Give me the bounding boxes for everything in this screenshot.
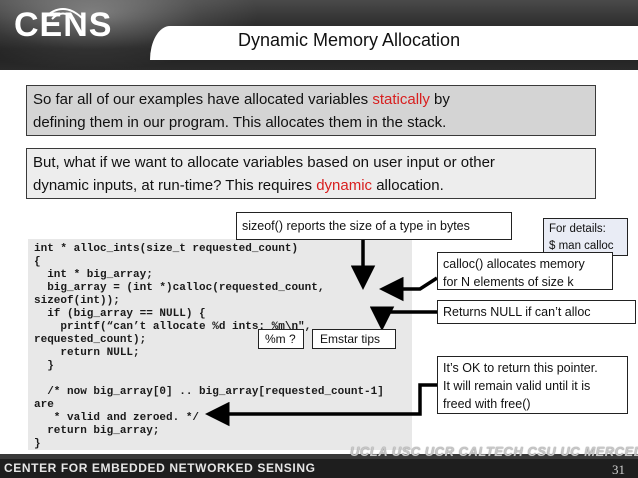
emstar-tips-link[interactable]: Emstar tips — [312, 329, 396, 349]
dynamic-highlight: dynamic — [316, 177, 373, 194]
ok-line-1: It’s OK to return this pointer. — [443, 361, 598, 375]
dynamic-allocation-box: But, what if we want to allocate variabl… — [26, 148, 596, 199]
code-line: sizeof(int)); — [34, 295, 120, 307]
ok-line-2: It will remain valid until it is — [443, 379, 591, 393]
footer-divider — [0, 454, 638, 459]
page-number: 31 — [612, 462, 625, 477]
code-line: } — [34, 438, 41, 450]
center-name: CENTER FOR EMBEDDED NETWORKED SENSING — [4, 461, 316, 475]
page-title: Dynamic Memory Allocation — [238, 30, 461, 50]
calloc-callout: calloc() allocates memory for N elements… — [437, 252, 613, 290]
code-line: int * alloc_ints(size_t requested_count) — [34, 243, 299, 255]
ok-line-3: freed with free() — [443, 397, 531, 411]
calloc-line-2: for N elements of size k — [443, 275, 574, 289]
dynamic-line-1: But, what if we want to allocate variabl… — [33, 154, 495, 171]
logo-arc-icon — [43, 8, 83, 20]
static-highlight: statically — [372, 91, 430, 108]
code-line: * valid and zeroed. */ — [34, 412, 200, 424]
sizeof-callout: sizeof() reports the size of a type in b… — [236, 212, 512, 240]
code-line: requested_count); — [34, 334, 147, 346]
static-line-1-pre: So far all of our examples have allocate… — [33, 91, 373, 108]
code-line: return big_array; — [34, 425, 160, 437]
dynamic-line-2: dynamic inputs, at run-time? This requir… — [33, 174, 589, 197]
calloc-line-1: calloc() allocates memory — [443, 257, 585, 271]
universities-text: UCLA USC UCR CALTECH CSU UC MERCED — [350, 444, 638, 459]
percent-m-link[interactable]: %m ? — [258, 329, 304, 349]
code-line: are — [34, 399, 54, 411]
details-callout: For details: $ man calloc — [543, 218, 628, 256]
code-line: return NULL; — [34, 347, 140, 359]
details-line-2: $ man calloc — [549, 240, 614, 252]
static-line-1-post: by — [429, 91, 450, 108]
footer-bar — [0, 459, 638, 478]
dynamic-line-2-pre: dynamic inputs, at run-time? This requir… — [33, 177, 317, 194]
static-allocation-box: So far all of our examples have allocate… — [26, 85, 596, 136]
code-line: big_array = (int *)calloc(requested_coun… — [34, 282, 325, 294]
static-line-1: So far all of our examples have allocate… — [33, 88, 589, 111]
dynamic-line-2-post: allocation. — [372, 177, 444, 194]
code-line: { — [34, 256, 41, 268]
details-line-1: For details: — [549, 223, 606, 235]
static-line-2: defining them in our program. This alloc… — [33, 114, 447, 131]
code-line: if (big_array == NULL) { — [34, 308, 206, 320]
title-band — [150, 26, 638, 60]
cens-logo: CENS — [14, 6, 113, 44]
return-pointer-callout: It’s OK to return this pointer. It will … — [437, 356, 628, 414]
null-callout: Returns NULL if can’t alloc — [437, 300, 636, 324]
code-line: /* now big_array[0] .. big_array[request… — [34, 386, 384, 398]
code-line: int * big_array; — [34, 269, 153, 281]
code-line: } — [34, 360, 54, 372]
